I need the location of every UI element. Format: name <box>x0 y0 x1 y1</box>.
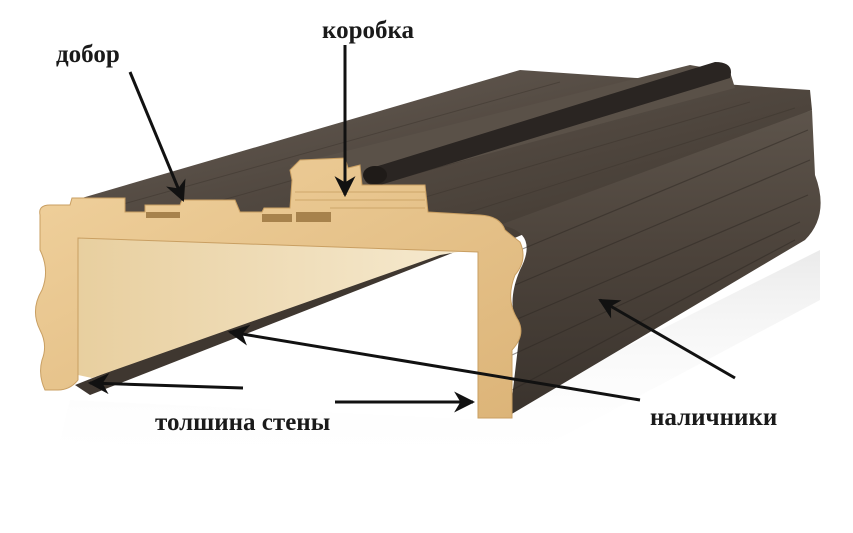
casing-side-face <box>500 110 821 415</box>
seal-end <box>363 166 387 184</box>
frame-inner-opening <box>78 222 470 378</box>
arrow-tolshina-left <box>87 373 244 395</box>
label-nalichniki: наличники <box>650 404 777 431</box>
cross-section-grooves <box>146 212 331 222</box>
frame-cross-section <box>35 157 524 419</box>
arrow-dobor <box>128 71 186 202</box>
box-plywood-layers <box>295 191 425 209</box>
label-dobor: добор <box>56 41 120 68</box>
wood-grain-side <box>511 129 811 391</box>
arrow-nalichniki-inner <box>227 324 641 402</box>
floor-shadow <box>60 250 820 470</box>
pointer-arrows <box>87 45 736 413</box>
seal-strip <box>364 62 731 186</box>
label-tolshina-steny: толшина стены <box>155 409 330 436</box>
arrow-nalichniki <box>598 298 736 380</box>
label-korobka: коробка <box>322 17 415 44</box>
